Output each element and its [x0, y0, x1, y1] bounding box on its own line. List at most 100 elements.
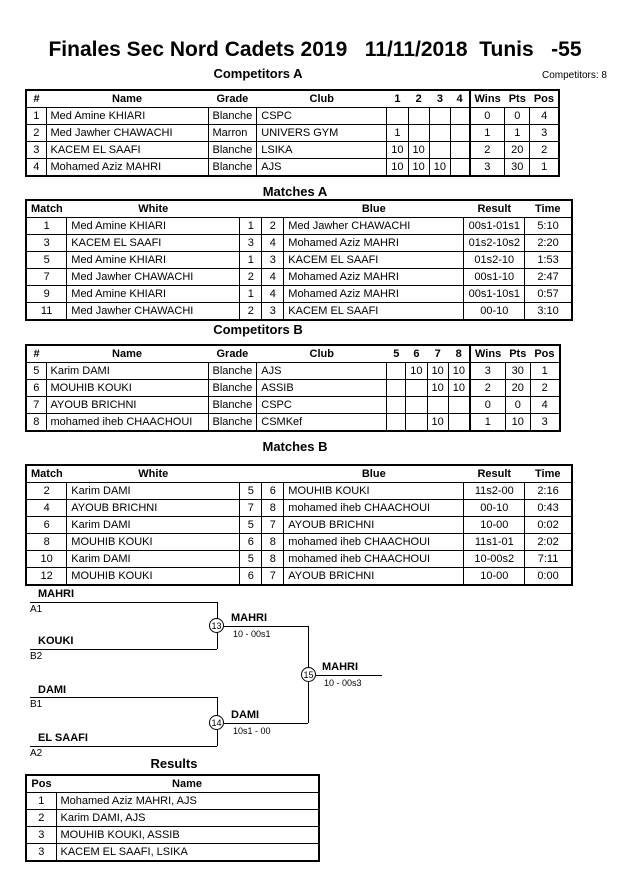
table-header-row: Pos Name [26, 774, 319, 793]
bracket-slot-name: EL SAAFI [38, 732, 88, 744]
cell-wn: 6 [239, 567, 263, 586]
cell-result: 11s1-01 [463, 533, 526, 551]
competitors-count: Competitors: 8 [541, 70, 607, 81]
cell-grade: Blanche [207, 379, 258, 397]
cell-name: Med Jawher CHAWACHI [45, 124, 209, 142]
cell-m: 8 [25, 533, 68, 551]
cell-m: 7 [25, 268, 68, 286]
col-result: Result [463, 199, 525, 218]
cell-m: 2 [25, 482, 68, 500]
cell-n: 7 [25, 396, 47, 414]
cell-club: ASSIB [256, 379, 388, 397]
cell-club: CSMKef [256, 413, 388, 432]
bracket-slot-seed: B2 [30, 651, 43, 662]
cell-white: AYOUB BRICHNI [66, 499, 241, 517]
cell-m: 6 [25, 516, 68, 534]
col-white-num [239, 464, 262, 483]
cell-bn: 8 [261, 550, 285, 568]
cell-time: 7:11 [524, 550, 573, 568]
bracket-slot-name: KOUKI [38, 635, 74, 647]
cell-c3 [426, 396, 449, 414]
cell-c2 [407, 107, 430, 125]
cell-pos: 2 [529, 379, 561, 397]
cell-pos: 1 [25, 792, 57, 810]
cell-name: KACEM EL SAAFI, LSIKA [55, 843, 320, 862]
col-grade: Grade [208, 89, 257, 108]
cell-wn: 2 [239, 268, 263, 286]
col-wins: Wins [469, 344, 506, 363]
cell-wn: 1 [239, 217, 263, 235]
cell-m: 5 [25, 251, 68, 269]
cell-time: 3:10 [524, 302, 573, 321]
cell-grade: Blanche [207, 158, 258, 177]
cell-time: 0:57 [524, 285, 573, 303]
col-3: 3 [429, 89, 451, 108]
cell-result: 10-00s2 [463, 550, 526, 568]
col-2: 2 [408, 89, 430, 108]
cell-n: 2 [25, 124, 47, 142]
results-heading: Results [150, 756, 198, 771]
cell-white: Med Amine KHIARI [66, 285, 241, 303]
col-name: Name [56, 774, 319, 793]
cell-time: 5:10 [524, 217, 573, 235]
cell-club: UNIVERS GYM [256, 124, 388, 142]
col-white: White [66, 464, 240, 483]
cell-c2 [405, 413, 428, 432]
cell-bn: 7 [261, 567, 285, 586]
cell-blue: Mohamed Aziz MAHRI [283, 234, 465, 252]
cell-c3: 10 [428, 158, 452, 177]
cell-result: 00-10 [463, 302, 526, 321]
bracket-line [316, 675, 382, 676]
cell-result: 10-00 [463, 567, 526, 586]
cell-result: 00s1-10s1 [463, 285, 526, 303]
col-pos: Pos [530, 344, 560, 363]
cell-result: 01s2-10s2 [463, 234, 526, 252]
col-blue-num [261, 464, 284, 483]
cell-m: 12 [25, 567, 68, 586]
cell-club: AJS [256, 362, 388, 380]
competitors-b-heading: Competitors B [213, 322, 303, 337]
bracket-score: 10 - 00s3 [324, 678, 362, 688]
cell-time: 0:02 [524, 516, 573, 534]
col-6: 6 [405, 344, 428, 363]
col-pts: Pts [504, 89, 530, 108]
bracket-line [30, 746, 217, 747]
cell-c4 [450, 124, 471, 142]
cell-white: Karim DAMI [66, 516, 241, 534]
cell-name: mohamed iheb CHAACHOUI [45, 413, 209, 432]
cell-time: 2:20 [524, 234, 573, 252]
col-club: Club [256, 89, 387, 108]
cell-c1: 10 [386, 158, 409, 177]
cell-pts: 20 [504, 379, 531, 397]
cell-c3 [428, 107, 452, 125]
cell-result: 01s2-10 [463, 251, 526, 269]
cell-m: 10 [25, 550, 68, 568]
cell-club: AJS [256, 158, 388, 177]
cell-white: Med Jawher CHAWACHI [66, 302, 241, 321]
cell-result: 11s2-00 [463, 482, 526, 500]
cell-m: 4 [25, 499, 68, 517]
col-num: # [26, 344, 46, 363]
cell-result: 00s1-10 [463, 268, 526, 286]
cell-wn: 5 [239, 482, 263, 500]
cell-bn: 4 [261, 268, 285, 286]
cell-white: Med Jawher CHAWACHI [66, 268, 241, 286]
bracket-line [224, 723, 308, 724]
cell-pos: 3 [529, 413, 561, 432]
cell-name: Mohamed Aziz MAHRI [45, 158, 209, 177]
bracket-winner-name: DAMI [231, 709, 260, 721]
cell-wn: 3 [239, 234, 263, 252]
col-white: White [66, 199, 240, 218]
cell-wins: 1 [469, 413, 506, 432]
cell-wins: 0 [469, 396, 506, 414]
cell-name: Karim DAMI [45, 362, 209, 380]
cell-result: 00s1-01s1 [463, 217, 526, 235]
